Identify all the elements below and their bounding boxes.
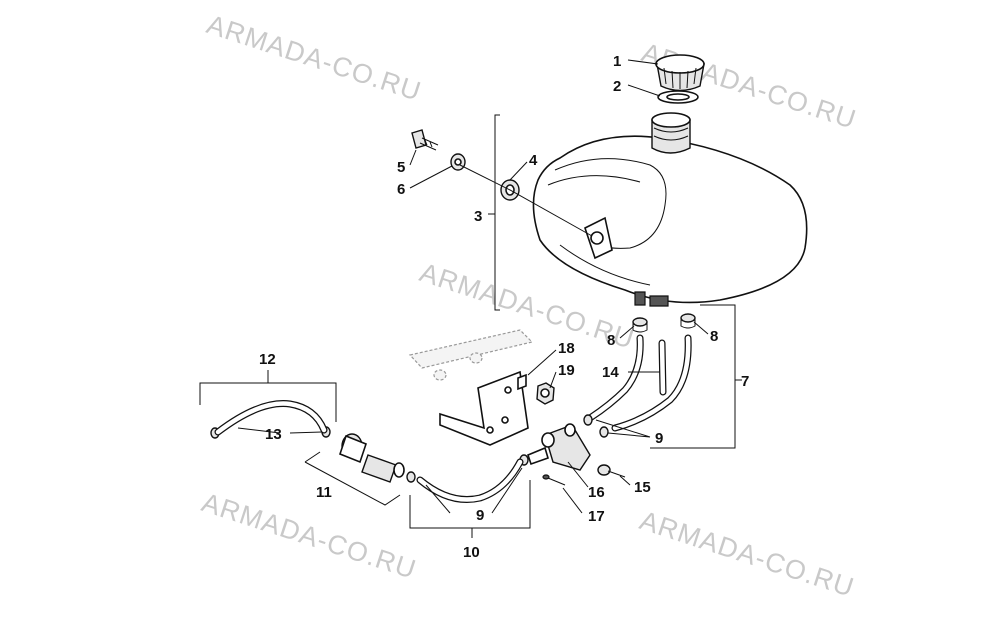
tank-fuel-hoses bbox=[586, 334, 692, 432]
callout-19: 19 bbox=[558, 362, 575, 379]
callout-8-left: 8 bbox=[607, 332, 615, 349]
watermark-bottom-left: ARMADA-CO.RU bbox=[198, 487, 420, 585]
callout-11: 11 bbox=[316, 484, 332, 501]
watermarks: ARMADA-CO.RU ARMADA-CO.RU ARMADA-CO.RU A… bbox=[198, 9, 860, 603]
bracket-nut bbox=[536, 382, 555, 405]
callouts: 1 2 3 4 5 6 7 8 8 9 9 10 11 12 13 14 15 … bbox=[259, 53, 749, 561]
callout-18: 18 bbox=[558, 340, 575, 357]
callout-2: 2 bbox=[613, 78, 621, 95]
frame-reference-ghost bbox=[408, 329, 534, 381]
bracket-10 bbox=[409, 480, 531, 529]
fuel-hose-upper bbox=[214, 400, 328, 436]
bracket-11 bbox=[304, 451, 401, 506]
callout-1: 1 bbox=[613, 53, 621, 70]
fuel-tank bbox=[532, 112, 808, 307]
valve-lower-screw bbox=[542, 474, 566, 486]
callout-15: 15 bbox=[634, 479, 651, 496]
hose-clamp-right bbox=[680, 313, 696, 329]
watermark-bottom-right: ARMADA-CO.RU bbox=[636, 505, 858, 603]
inline-fuel-filter bbox=[339, 433, 405, 483]
fuel-shutoff-valve bbox=[527, 423, 591, 471]
callout-9-right: 9 bbox=[655, 430, 663, 447]
mounting-washer bbox=[450, 153, 466, 171]
callout-14: 14 bbox=[602, 364, 619, 381]
callout-16: 16 bbox=[588, 484, 605, 501]
fuel-hose-lower bbox=[416, 458, 524, 504]
callout-10: 10 bbox=[463, 544, 480, 561]
callout-13: 13 bbox=[265, 426, 282, 443]
mounting-bolt bbox=[411, 129, 439, 151]
callout-4: 4 bbox=[529, 152, 538, 169]
hose-clamp-left bbox=[632, 317, 648, 333]
bracket-7 bbox=[650, 304, 736, 449]
callout-17: 17 bbox=[588, 508, 605, 525]
valve-mounting-bracket bbox=[439, 370, 529, 446]
bolt-axis-line bbox=[459, 164, 593, 237]
watermark-top-left: ARMADA-CO.RU bbox=[203, 9, 425, 107]
callout-7: 7 bbox=[741, 373, 749, 390]
callout-12: 12 bbox=[259, 351, 276, 368]
vent-tube bbox=[658, 339, 667, 396]
bracket-3 bbox=[494, 114, 500, 311]
callout-9-lower: 9 bbox=[476, 507, 484, 524]
cap-gasket bbox=[657, 90, 699, 104]
valve-screw bbox=[597, 464, 626, 478]
leader-lines bbox=[237, 59, 709, 514]
callout-8-right: 8 bbox=[710, 328, 718, 345]
callout-5: 5 bbox=[397, 159, 405, 176]
callout-6: 6 bbox=[397, 181, 405, 198]
fuel-cap bbox=[655, 54, 705, 92]
callout-3: 3 bbox=[474, 208, 482, 225]
